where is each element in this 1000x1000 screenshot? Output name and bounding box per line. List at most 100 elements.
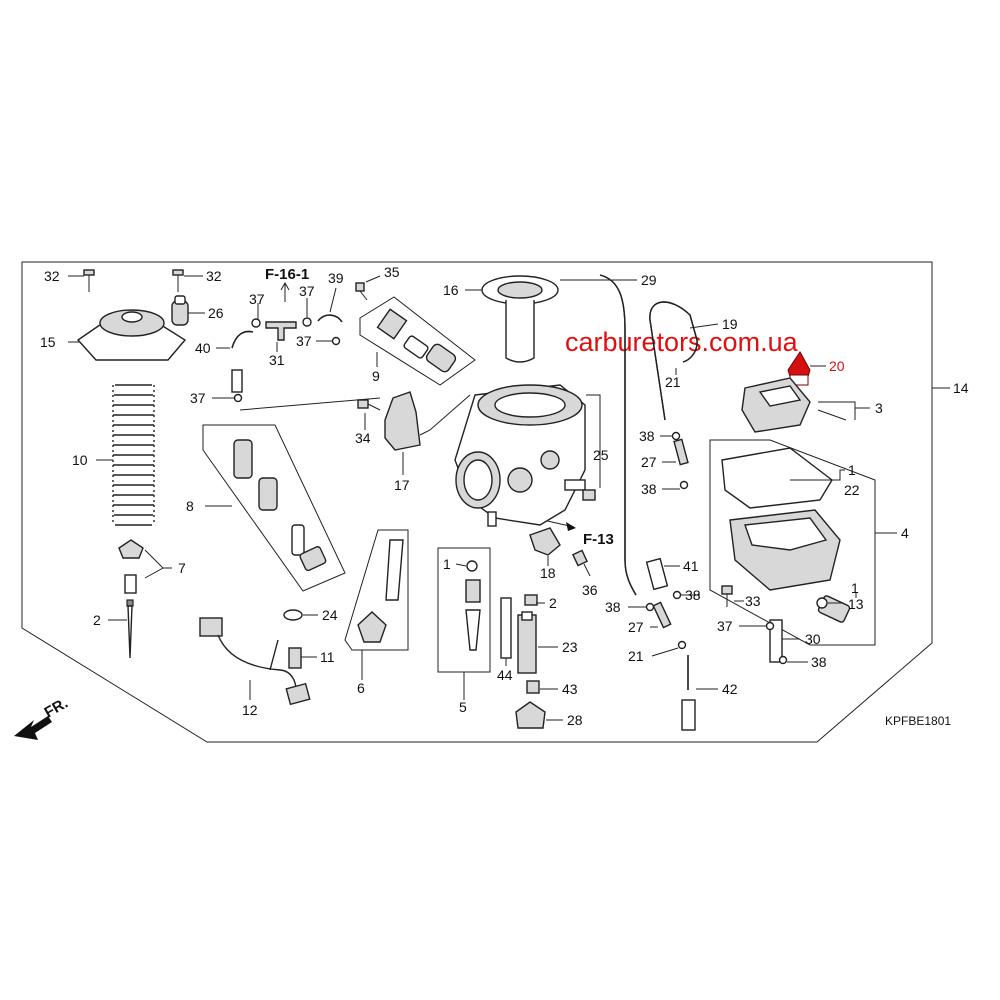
callout-5: 5 bbox=[459, 699, 467, 715]
ref-f16-arrow bbox=[280, 281, 290, 302]
callout-2-left: 2 bbox=[93, 612, 101, 628]
cover-assembly-box bbox=[359, 296, 476, 386]
screw-27-a bbox=[673, 438, 689, 466]
callout-37-a: 37 bbox=[249, 291, 265, 307]
hose-39 bbox=[317, 314, 343, 323]
callout-numbers: 32 32 26 15 10 7 2 8 40 37 31 37 39 35 3… bbox=[40, 264, 969, 728]
clip-37-b bbox=[302, 317, 312, 327]
choke-assembly-box bbox=[202, 424, 346, 592]
callout-1-drain: 1 bbox=[851, 580, 859, 596]
adjuster-box-6 bbox=[344, 529, 409, 651]
jet-43 bbox=[526, 680, 540, 694]
clip-21-b bbox=[677, 640, 687, 650]
clip-38-b bbox=[679, 480, 689, 490]
callout-37-e: 37 bbox=[717, 618, 733, 634]
callout-4: 4 bbox=[901, 525, 909, 541]
clip-38-c bbox=[645, 602, 655, 612]
callout-20: 20 bbox=[829, 358, 845, 374]
clip-37-c bbox=[331, 336, 341, 346]
bolt-35 bbox=[355, 282, 368, 301]
leader-lines bbox=[68, 275, 950, 721]
callout-24: 24 bbox=[322, 607, 338, 623]
callout-9: 9 bbox=[372, 368, 380, 384]
callout-26: 26 bbox=[208, 305, 224, 321]
jet-box-5 bbox=[437, 547, 491, 673]
drain-hose-42 bbox=[681, 655, 696, 731]
o-ring-13 bbox=[816, 597, 828, 609]
clip-28 bbox=[515, 701, 546, 729]
callout-17: 17 bbox=[394, 477, 410, 493]
callout-2-center: 2 bbox=[549, 595, 557, 611]
screw-25 bbox=[582, 489, 596, 501]
callout-30: 30 bbox=[805, 631, 821, 647]
jet-44 bbox=[500, 597, 512, 659]
callout-22: 22 bbox=[844, 482, 860, 498]
assembly-boundary bbox=[21, 261, 933, 743]
screw-32-right bbox=[172, 269, 184, 292]
callout-38-a: 38 bbox=[639, 428, 655, 444]
funnel-16 bbox=[481, 275, 559, 363]
callout-14: 14 bbox=[953, 380, 969, 396]
bolt-34 bbox=[357, 399, 381, 411]
callout-36: 36 bbox=[582, 582, 598, 598]
callout-32-right: 32 bbox=[206, 268, 222, 284]
float-3 bbox=[741, 377, 847, 433]
callout-10: 10 bbox=[72, 452, 88, 468]
callout-3: 3 bbox=[875, 400, 883, 416]
screw-27-b bbox=[652, 601, 672, 629]
callout-40: 40 bbox=[195, 340, 211, 356]
screw-33 bbox=[721, 585, 733, 607]
clip-38-a bbox=[671, 431, 681, 441]
callout-21-a: 21 bbox=[665, 374, 681, 390]
needle-holder-7 bbox=[118, 539, 144, 594]
callout-41: 41 bbox=[683, 558, 699, 574]
callout-42: 42 bbox=[722, 681, 738, 697]
clip-37-e bbox=[765, 621, 775, 631]
jet-needle-2 bbox=[126, 599, 134, 659]
vent-hose-19 bbox=[649, 301, 698, 421]
callout-28: 28 bbox=[567, 712, 583, 728]
callout-16: 16 bbox=[443, 282, 459, 298]
clip-38-d bbox=[672, 590, 682, 600]
front-direction-arrow: FR. bbox=[14, 695, 71, 740]
callout-21-b: 21 bbox=[628, 648, 644, 664]
callout-43: 43 bbox=[562, 681, 578, 697]
callout-19: 19 bbox=[722, 316, 738, 332]
callout-6: 6 bbox=[357, 680, 365, 696]
callout-27-a: 27 bbox=[641, 454, 657, 470]
callout-27-b: 27 bbox=[628, 619, 644, 635]
heater-harness-12 bbox=[199, 617, 311, 706]
callout-1-jet: 1 bbox=[443, 556, 451, 572]
ref-f13: F-13 bbox=[583, 531, 614, 548]
needle-jet-23 bbox=[517, 611, 537, 674]
float-chamber-box bbox=[709, 439, 876, 663]
diagram-code: KPFBE1801 bbox=[885, 714, 951, 728]
t-joint-31 bbox=[265, 321, 297, 341]
callout-15: 15 bbox=[40, 334, 56, 350]
jet-2 bbox=[524, 594, 538, 606]
callout-33: 33 bbox=[745, 593, 761, 609]
callout-18: 18 bbox=[540, 565, 556, 581]
vent-hose-40 bbox=[231, 330, 254, 393]
sensor-11 bbox=[288, 647, 302, 669]
ref-f16-1: F-16-1 bbox=[265, 266, 309, 283]
spring-10 bbox=[112, 384, 155, 526]
screw-32-left bbox=[83, 269, 95, 292]
callout-37-d: 37 bbox=[190, 390, 206, 406]
callout-1-float: 1 bbox=[848, 462, 856, 478]
callout-13: 13 bbox=[848, 596, 864, 612]
callout-29: 29 bbox=[641, 272, 657, 288]
callout-38-d: 38 bbox=[685, 587, 701, 603]
callout-38-e: 38 bbox=[811, 654, 827, 670]
clip-37-a bbox=[251, 318, 261, 328]
ref-f13-arrowhead bbox=[566, 522, 576, 531]
hose-41 bbox=[645, 557, 669, 591]
callout-35: 35 bbox=[384, 264, 400, 280]
callout-34: 34 bbox=[355, 430, 371, 446]
clip-37-d bbox=[233, 393, 243, 403]
screw-36 bbox=[572, 549, 588, 567]
callout-12: 12 bbox=[242, 702, 258, 718]
callout-25: 25 bbox=[593, 447, 609, 463]
fitting-26 bbox=[171, 295, 189, 326]
